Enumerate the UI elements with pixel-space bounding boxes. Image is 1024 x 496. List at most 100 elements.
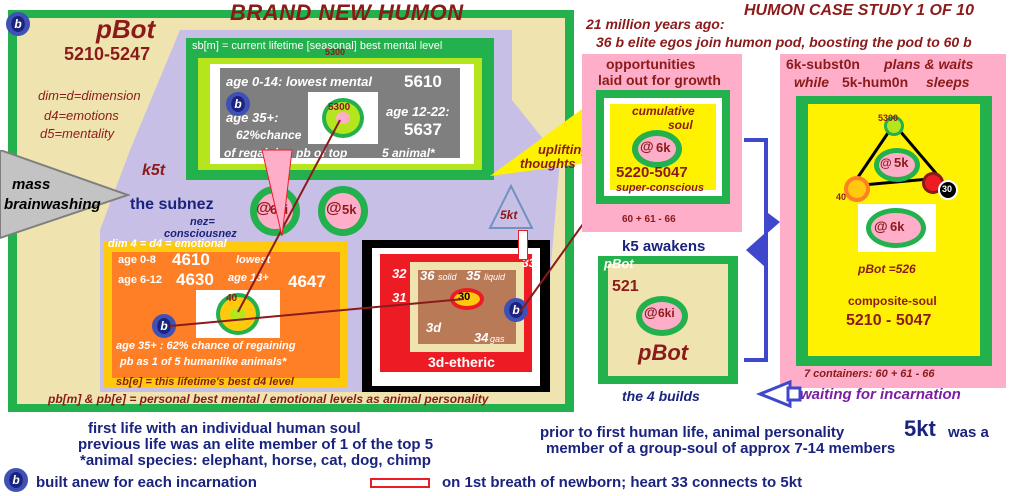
rp-title1b: plans & waits bbox=[884, 56, 974, 72]
eth-gas: gas bbox=[490, 334, 505, 344]
legend-line-text: on 1st breath of newborn; heart 33 conne… bbox=[442, 474, 803, 491]
dim-line-1: dim=d=dimension bbox=[38, 88, 141, 103]
ring-6ki-at: @ bbox=[256, 200, 272, 217]
rp-ring bbox=[866, 208, 926, 248]
pbot-small-name: pBot bbox=[638, 340, 689, 365]
emotional-header: dim 4 = d4 = emotional bbox=[108, 238, 227, 250]
mental-animal: 5 animal* bbox=[382, 146, 435, 160]
k5-awakens: k5 awakens bbox=[622, 238, 706, 255]
emo-ring-label: 40 bbox=[226, 293, 238, 304]
eth-32: 32 bbox=[392, 266, 407, 281]
rp-title2c: sleeps bbox=[926, 74, 970, 90]
rp-mid bbox=[874, 148, 920, 182]
rp-title1a: 6k-subst0n bbox=[786, 56, 860, 72]
uplifting-1: uplifting bbox=[538, 142, 590, 157]
rp-node-left bbox=[844, 176, 870, 202]
pbot-range: 5210-5247 bbox=[64, 44, 151, 64]
mental-header: sb[m] = current lifetime [seasonal] best… bbox=[192, 40, 443, 52]
emo-chance-1: age 35+ : 62% chance of regaining bbox=[116, 340, 296, 352]
rp-containers: 7 containers: 60 + 61 - 66 bbox=[804, 368, 935, 380]
pbot-small-label: pBot bbox=[604, 256, 634, 271]
emo-val-4630: 4630 bbox=[176, 270, 214, 289]
rp-node-top-label: 5300 bbox=[878, 113, 899, 123]
rp-title2b: 5k-hum0n bbox=[842, 74, 909, 90]
rp-node-left-label: 40 bbox=[836, 192, 847, 202]
mental-val-5610: 5610 bbox=[404, 72, 442, 91]
opp-ring-label: 6k bbox=[656, 140, 671, 155]
ring-5k-label: 5k bbox=[342, 202, 357, 217]
rp-triangle-icon bbox=[848, 121, 944, 188]
pbot-small-num: 521 bbox=[612, 278, 639, 295]
b-badge-emo-icon: b bbox=[152, 314, 176, 338]
eth-3d: 3d bbox=[426, 320, 442, 335]
rp-range: 5210 - 5047 bbox=[846, 312, 932, 329]
connector-5kt bbox=[518, 230, 528, 260]
mental-chance: 62%chance bbox=[236, 128, 302, 142]
rp-mid-at: @ bbox=[880, 156, 892, 170]
eth-31: 31 bbox=[392, 290, 407, 305]
opp-ring-at: @ bbox=[640, 138, 654, 154]
rp-mid-label: 5k bbox=[894, 155, 909, 170]
triangle-label: 5kt bbox=[500, 208, 518, 222]
b-badge-legend-icon: b bbox=[4, 468, 28, 492]
triangle-5kt-icon bbox=[488, 184, 534, 229]
eth-liquid: liquid bbox=[484, 272, 506, 282]
eth-solid: solid bbox=[438, 272, 457, 282]
mental-ring-label: 5300 bbox=[328, 102, 351, 113]
b-badge-eth-icon: b bbox=[504, 298, 528, 322]
ring-5k bbox=[318, 186, 368, 236]
emo-val-4647: 4647 bbox=[288, 272, 326, 291]
emo-val-4610: 4610 bbox=[172, 250, 210, 269]
legend-b-text: built anew for each incarnation bbox=[36, 474, 257, 491]
mental-top-value: 5300 bbox=[325, 47, 346, 57]
uplifting-2: thoughts bbox=[520, 156, 576, 171]
brainwashing-label: brainwashing bbox=[4, 196, 101, 213]
pb-footer: pb[m] & pb[e] = personal best mental / e… bbox=[48, 392, 489, 406]
rp-ring-label: 6k bbox=[890, 219, 905, 234]
pbot-small-ring bbox=[636, 296, 688, 336]
eth-35: 35 bbox=[466, 268, 481, 283]
b-badge-icon: b bbox=[6, 12, 30, 36]
mental-age-0-14: age 0-14: lowest mental bbox=[226, 74, 372, 89]
rp-pbot: pBot =526 bbox=[858, 262, 916, 276]
bottom-right-c: member of a group-soul of approx 7-14 me… bbox=[546, 440, 896, 457]
eth-ring bbox=[450, 288, 484, 310]
emo-ring bbox=[216, 293, 260, 335]
pbot-name: pBot bbox=[96, 14, 156, 44]
bottom-left-3: *animal species: elephant, horse, cat, d… bbox=[80, 452, 431, 469]
eth-34: 34 bbox=[474, 330, 489, 345]
title-right: HUMON CASE STUDY 1 OF 10 bbox=[744, 2, 974, 19]
opp-containers: 60 + 61 - 66 bbox=[622, 214, 676, 225]
subnez-title: the subnez bbox=[130, 196, 214, 213]
rp-node-right-label: 30 bbox=[942, 184, 953, 194]
bottom-left-2: previous life was an elite member of 1 o… bbox=[78, 436, 434, 453]
opp-title-2: laid out for growth bbox=[598, 72, 721, 88]
rp-ring-at: @ bbox=[874, 218, 888, 234]
rp-composite: composite-soul bbox=[848, 294, 937, 308]
mass-arrow-icon bbox=[0, 150, 130, 240]
opp-super: super-conscious bbox=[616, 182, 705, 194]
opp-soul: soul bbox=[668, 118, 693, 132]
title-left: BRAND NEW HUMON bbox=[230, 0, 464, 25]
mass-label: mass bbox=[12, 176, 51, 193]
waiting-label: waiting for incarnation bbox=[800, 386, 961, 403]
emo-chance-2: pb as 1 of 5 humanlike animals* bbox=[120, 356, 287, 368]
history-2: 36 b elite egos join humon pod, boosting… bbox=[596, 34, 972, 50]
rp-title2a: while bbox=[794, 74, 830, 90]
emo-age-0-8: age 0-8 bbox=[118, 254, 156, 266]
emo-age-6-12: age 6-12 bbox=[118, 274, 163, 286]
opp-title-1: opportunities bbox=[606, 56, 696, 72]
dim-line-3: d5=mentality bbox=[40, 126, 115, 141]
pbot-small-ring-label: 6ki bbox=[658, 306, 675, 320]
b-badge-mental-icon: b bbox=[226, 92, 250, 116]
k5t-label: k5t bbox=[142, 162, 166, 179]
mental-val-5637: 5637 bbox=[404, 120, 442, 139]
rp-node-right-badge bbox=[938, 180, 958, 200]
four-builds: the 4 builds bbox=[622, 388, 700, 404]
eth-36: 36 bbox=[420, 268, 435, 283]
rp-node-top bbox=[884, 116, 904, 136]
dim-line-2: d4=emotions bbox=[44, 108, 119, 123]
opp-ring bbox=[632, 130, 682, 168]
emo-footer: sb[e] = this lifetime's best d4 level bbox=[116, 376, 294, 388]
